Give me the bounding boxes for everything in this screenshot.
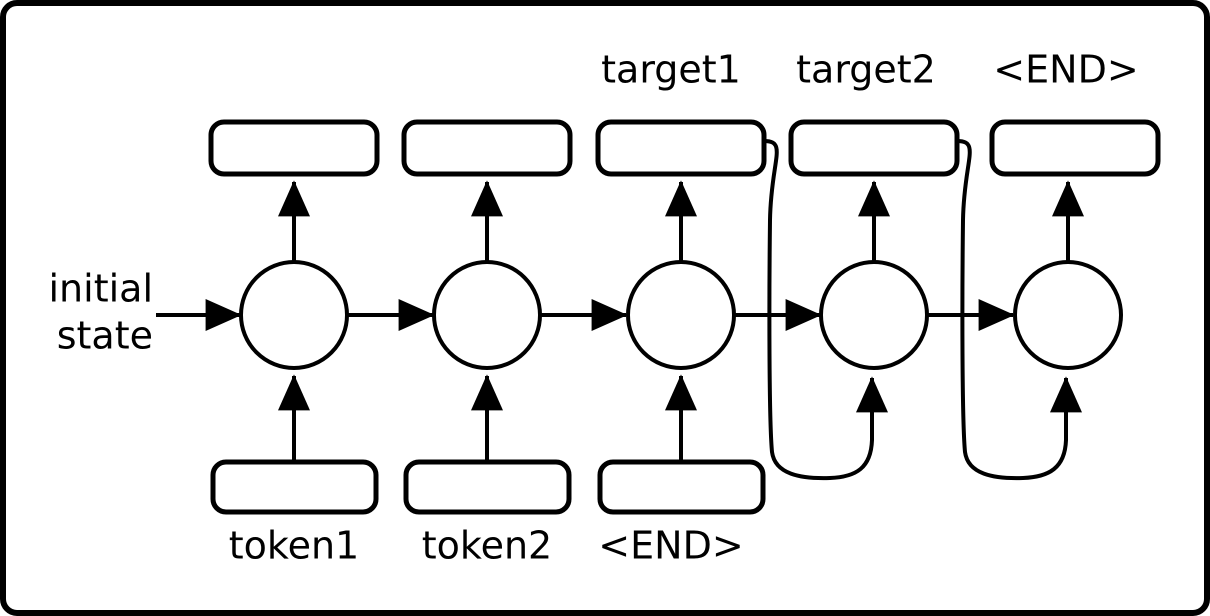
input-label-1: token2 bbox=[422, 524, 552, 568]
timestep-column-0: token1 bbox=[208, 119, 435, 568]
initial-state-label-line2: state bbox=[57, 314, 153, 358]
output-box-2 bbox=[595, 119, 767, 177]
output-box-3 bbox=[788, 119, 960, 177]
timestep-column-3: target2 bbox=[788, 48, 1082, 481]
initial-state-group: initial state bbox=[49, 267, 242, 358]
output-label-3: target2 bbox=[796, 48, 936, 92]
timestep-column-4: <END> bbox=[989, 48, 1161, 370]
timestep-column-2: target1 <END> bbox=[595, 48, 888, 568]
output-box-4 bbox=[989, 119, 1161, 177]
rnn-cell-2 bbox=[626, 260, 736, 370]
timestep-column-1: token2 bbox=[401, 119, 628, 568]
rnn-cell-1 bbox=[432, 260, 542, 370]
rnn-cell-3 bbox=[819, 260, 929, 370]
feedback-curve-3-to-4 bbox=[956, 139, 1082, 481]
input-box-2 bbox=[597, 459, 766, 515]
rnn-cell-0 bbox=[239, 260, 349, 370]
output-label-2: target1 bbox=[601, 48, 741, 92]
output-box-1 bbox=[401, 119, 573, 177]
input-box-1 bbox=[403, 459, 572, 515]
input-label-2: <END> bbox=[598, 524, 743, 568]
input-box-0 bbox=[210, 459, 379, 515]
initial-state-label-line1: initial bbox=[49, 267, 154, 311]
feedback-curve-2-to-3 bbox=[763, 139, 888, 481]
input-label-0: token1 bbox=[229, 524, 359, 568]
rnn-cell-4 bbox=[1013, 260, 1123, 370]
output-box-0 bbox=[208, 119, 380, 177]
output-label-4: <END> bbox=[993, 48, 1138, 92]
